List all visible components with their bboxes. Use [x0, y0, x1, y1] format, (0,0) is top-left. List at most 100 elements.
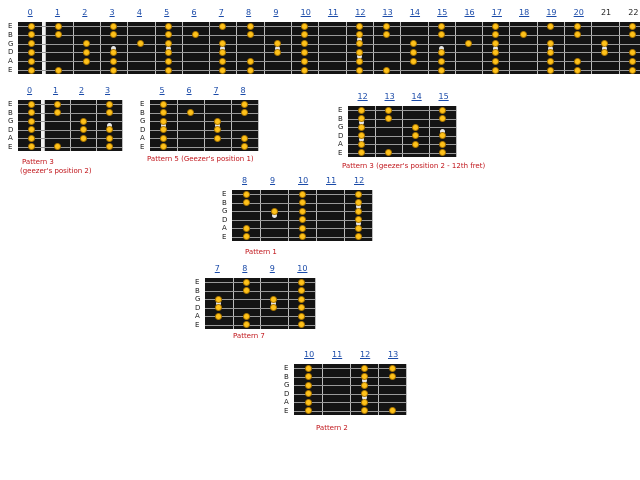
scale-note-marker	[492, 40, 500, 48]
fret-number-label[interactable]: 0	[27, 8, 33, 17]
string-line	[150, 129, 258, 131]
scale-note-marker	[164, 48, 172, 56]
inlay-dot	[359, 137, 364, 143]
fret-number-label[interactable]: 20	[573, 8, 584, 17]
fret-number-label[interactable]: 1	[53, 86, 59, 95]
inlay-dot	[361, 378, 367, 384]
fret-number-label[interactable]: 12	[355, 8, 366, 17]
fret-number-label[interactable]: 13	[388, 350, 399, 359]
scale-note-marker	[82, 57, 90, 65]
string-line	[18, 104, 122, 105]
fret-number-label[interactable]: 15	[437, 8, 448, 17]
scale-note-marker	[215, 295, 223, 303]
string-name-label: G	[8, 39, 14, 48]
inlay-dot	[356, 54, 362, 60]
fret-number-label[interactable]: 6	[186, 86, 192, 95]
scale-note-marker	[79, 117, 87, 125]
fret-number-label[interactable]: 18	[519, 8, 530, 17]
fret-number-label[interactable]: 11	[332, 350, 343, 359]
fret-number-label[interactable]: 11	[327, 8, 339, 17]
fret-number-label[interactable]: 17	[491, 8, 502, 17]
fret-number-label[interactable]: 9	[273, 8, 279, 17]
scale-note-marker	[304, 381, 312, 389]
fret-number-label[interactable]: 8	[242, 264, 248, 273]
scale-note-marker	[79, 134, 87, 142]
string-name-label: D	[140, 125, 146, 134]
fret-number-label: 21	[600, 8, 612, 17]
fret-number-label[interactable]: 0	[27, 86, 33, 95]
scale-note-marker	[219, 40, 227, 48]
fret-number-label[interactable]: 19	[546, 8, 557, 17]
fret-wire	[287, 278, 289, 329]
scale-note-marker	[246, 66, 254, 74]
scale-note-marker	[242, 233, 250, 240]
fret-number-label[interactable]: 9	[269, 264, 275, 273]
scale-note-marker	[439, 132, 446, 139]
scale-note-marker	[574, 22, 582, 30]
fret-number-label[interactable]: 7	[218, 8, 224, 17]
scale-note-marker	[354, 190, 362, 198]
fret-wire	[204, 100, 205, 151]
fret-number-label[interactable]: 14	[411, 92, 422, 101]
fret-wire	[99, 22, 101, 74]
scale-note-marker	[105, 100, 113, 108]
scale-note-marker	[214, 126, 221, 133]
fret-number-label[interactable]: 15	[438, 92, 449, 101]
fret-number-label[interactable]: 14	[409, 8, 421, 17]
fret-number-label[interactable]: 3	[105, 86, 111, 95]
scale-note-marker	[214, 117, 221, 125]
string-name-label: G	[8, 117, 14, 125]
fret-wire	[322, 364, 323, 415]
fret-number-label[interactable]: 10	[298, 176, 309, 185]
fret-number-label[interactable]: 10	[304, 350, 315, 359]
scale-note-marker	[358, 140, 365, 148]
scale-note-marker	[358, 123, 365, 131]
fret-number-label[interactable]: 8	[242, 176, 248, 185]
fret-number-label[interactable]: 10	[297, 264, 308, 273]
scale-note-marker	[110, 31, 118, 39]
scale-note-marker	[270, 295, 278, 303]
fret-number-label[interactable]: 3	[109, 8, 115, 17]
fret-number-label[interactable]: 5	[164, 8, 170, 17]
inlay-dot	[440, 128, 445, 134]
fret-wire	[258, 100, 259, 151]
fret-number-label[interactable]: 5	[159, 86, 165, 95]
scale-note-marker	[385, 149, 392, 156]
string-line	[18, 26, 640, 27]
scale-note-marker	[105, 109, 113, 116]
scale-note-marker	[219, 57, 227, 65]
fret-number-label[interactable]: 11	[326, 176, 337, 185]
fret-number-label[interactable]: 8	[246, 8, 252, 17]
fret-number-label[interactable]: 2	[79, 86, 85, 95]
fret-number-label[interactable]: 6	[191, 8, 197, 17]
fret-number-label[interactable]: 13	[384, 92, 395, 101]
fret-number-label[interactable]: 12	[360, 350, 371, 359]
string-name-label: E	[338, 148, 343, 157]
scale-note-marker	[355, 31, 363, 39]
fret-wire	[375, 106, 376, 157]
fret-wire	[315, 278, 316, 329]
fret-number-label[interactable]: 7	[213, 86, 219, 95]
string-line	[205, 299, 315, 300]
scale-note-marker	[242, 287, 250, 294]
fret-number-label[interactable]: 1	[54, 8, 61, 17]
fret-number-label[interactable]: 12	[357, 92, 368, 101]
fret-number-label[interactable]: 12	[354, 176, 365, 185]
fret-number-label[interactable]: 8	[240, 86, 246, 95]
fret-number-label[interactable]: 7	[214, 264, 220, 273]
fret-number-label[interactable]: 4	[136, 8, 142, 17]
string-line	[18, 43, 640, 45]
fret-number-label[interactable]: 9	[270, 176, 276, 185]
fret-number-label[interactable]: 16	[464, 8, 475, 17]
scale-note-marker	[519, 31, 527, 39]
fret-number-label[interactable]: 13	[382, 8, 393, 17]
scale-note-marker	[464, 40, 472, 48]
scale-note-marker	[298, 199, 306, 206]
pattern-caption: Pattern 3	[22, 158, 54, 166]
scale-note-marker	[82, 40, 90, 48]
fret-number-label[interactable]: 2	[82, 8, 88, 17]
scale-note-marker	[164, 40, 172, 48]
fret-number-label[interactable]: 10	[300, 8, 311, 17]
fret-wire	[454, 22, 456, 74]
string-name-label: A	[284, 398, 289, 406]
